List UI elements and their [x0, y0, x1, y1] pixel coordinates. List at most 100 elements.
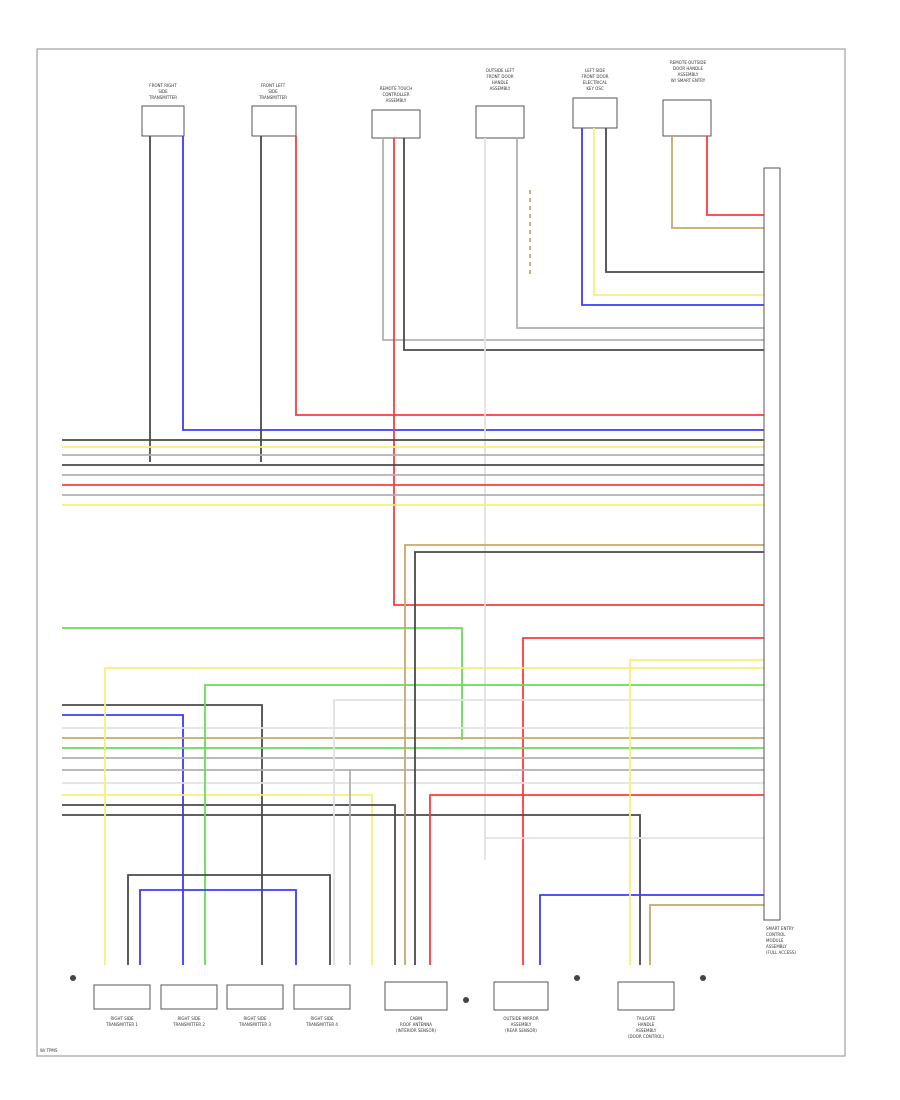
top-component-4-label-1: OUTSIDE LEFT — [486, 68, 515, 73]
mid-wire-group — [62, 544, 780, 965]
ground-symbols — [70, 975, 706, 1003]
control-module-label-5: (FULL ACCESS) — [766, 950, 796, 955]
wire-t5-yellow — [593, 128, 780, 296]
top-component-3-label-2: CONTROLLER — [382, 92, 409, 97]
bottom-component-2-label-1: RIGHT SIDE — [177, 1016, 201, 1021]
bottom-component-7-box — [617, 981, 675, 1011]
control-module-label-3: MODULE — [766, 938, 784, 943]
bus-lower-2 — [62, 714, 184, 965]
bottom-component-3: RIGHT SIDE TRANSMITTER 3 — [226, 984, 284, 1027]
wire-t5-black — [605, 128, 780, 273]
ground-symbol-2 — [463, 997, 469, 1003]
bottom-component-1-label-2: TRANSMITTER 1 — [105, 1022, 138, 1027]
left-bus-upper — [62, 439, 780, 506]
wire-t6-red — [706, 136, 780, 216]
top-component-1-box — [141, 105, 185, 137]
top-component-5-label-2: FRONT DOOR — [581, 74, 608, 79]
bottom-component-7-label-1: TAILGATE — [636, 1016, 656, 1021]
control-module-label-2: CONTROL — [766, 932, 786, 937]
wire-t6-tan — [671, 136, 780, 229]
bottom-component-1-box — [93, 984, 151, 1010]
control-module-label-4: ASSEMBLY — [766, 944, 787, 949]
bus-lower-11 — [62, 814, 641, 965]
top-component-6: REMOTE OUTSIDE DOOR HANDLE ASSEMBLY W/ S… — [662, 60, 712, 137]
top-component-2-box — [251, 105, 297, 137]
top-component-3-label-3: ASSEMBLY — [386, 98, 407, 103]
top-component-1-label-1: FRONT RIGHT — [149, 83, 177, 88]
top-component-2-label-1: FRONT LEFT — [261, 83, 286, 88]
bottom-component-4: RIGHT SIDE TRANSMITTER 4 — [293, 984, 351, 1027]
control-module-label: SMART ENTRY CONTROL MODULE ASSEMBLY (FUL… — [766, 926, 796, 955]
top-component-6-label-4: W/ SMART ENTRY — [671, 78, 706, 83]
bottom-component-3-label-1: RIGHT SIDE — [243, 1016, 267, 1021]
top-component-5-label-4: KEY OSC — [586, 86, 604, 91]
top-component-6-label-2: DOOR HANDLE — [673, 66, 703, 71]
top-component-6-label-3: ASSEMBLY — [678, 72, 699, 77]
top-component-6-label-1: REMOTE OUTSIDE — [670, 60, 706, 65]
top-component-4-label-4: ASSEMBLY — [490, 86, 511, 91]
bottom-component-7-label-3: ASSEMBLY — [636, 1028, 657, 1033]
vertical-drops — [127, 545, 416, 965]
top-component-1-label-3: TRANSMITTER — [148, 95, 177, 100]
bottom-component-5-label-1: CABIN — [410, 1016, 422, 1021]
top-component-5-box — [572, 97, 618, 129]
top-component-3: REMOTE TOUCH CONTROLLER ASSEMBLY — [371, 86, 421, 139]
wire-t3-gray — [382, 138, 780, 341]
bottom-component-5-box — [384, 981, 448, 1011]
wire-mid-green — [62, 627, 463, 740]
top-component-5-label-1: LEFT SIDE — [585, 68, 606, 73]
wire-t1-blue — [182, 136, 780, 431]
bottom-component-4-label-2: TRANSMITTER 4 — [305, 1022, 338, 1027]
top-component-4: OUTSIDE LEFT FRONT DOOR HANDLE ASSEMBLY — [475, 68, 525, 139]
top-component-2: FRONT LEFT SIDE TRANSMITTER — [251, 83, 297, 137]
wire-t3-black — [403, 138, 780, 351]
wire-right-yellow-1 — [104, 667, 780, 965]
bottom-component-4-label-1: RIGHT SIDE — [310, 1016, 334, 1021]
control-module-label-1: SMART ENTRY — [766, 926, 794, 931]
wire-right-red — [429, 794, 780, 965]
wire-t5-blue — [581, 128, 780, 306]
top-component-2-label-2: SIDE — [268, 89, 278, 94]
bottom-component-5: CABIN ROOF ANTENNA (INTERIOR SENSOR) — [384, 981, 448, 1033]
right-wire-group — [104, 659, 780, 965]
bottom-component-2-label-2: TRANSMITTER 2 — [172, 1022, 205, 1027]
top-component-1: FRONT RIGHT SIDE TRANSMITTER — [141, 83, 185, 137]
top-component-3-box — [371, 109, 421, 139]
top-component-6-box — [662, 99, 712, 137]
bottom-component-6-label-1: OUTSIDE MIRROR — [503, 1016, 538, 1021]
ground-symbol-4 — [700, 975, 706, 981]
wire-mid-red — [522, 637, 780, 965]
top-component-3-label-1: REMOTE TOUCH — [380, 86, 412, 91]
ground-symbol-3 — [574, 975, 580, 981]
drop-black — [127, 874, 331, 965]
bottom-component-6-box — [493, 981, 549, 1011]
bus-lower-10 — [62, 804, 396, 965]
bottom-component-6-label-2: ASSEMBLY — [511, 1022, 532, 1027]
bottom-component-6: OUTSIDE MIRROR ASSEMBLY (REAR SENSOR) — [493, 981, 549, 1033]
bottom-component-2-box — [160, 984, 218, 1010]
diagram-border — [36, 48, 846, 1057]
bottom-component-7-label-2: HANDLE — [638, 1022, 655, 1027]
footer-code: W/ TPMS — [40, 1048, 58, 1053]
bottom-component-1: RIGHT SIDE TRANSMITTER 1 — [93, 984, 151, 1027]
bus-lower-9 — [62, 794, 373, 965]
wire-right-yellow-2 — [629, 659, 780, 965]
top-component-4-label-3: HANDLE — [492, 80, 509, 85]
wire-t4-gray — [516, 138, 780, 329]
wire-t3-red — [393, 138, 780, 606]
bottom-component-2: RIGHT SIDE TRANSMITTER 2 — [160, 984, 218, 1027]
top-component-1-label-2: SIDE — [158, 89, 168, 94]
ground-symbol-1 — [70, 975, 76, 981]
bottom-component-5-label-3: (INTERIOR SENSOR) — [396, 1028, 436, 1033]
bottom-component-7-label-4: (DOOR CONTROL) — [628, 1034, 665, 1039]
left-bus-lower — [62, 704, 780, 965]
bottom-component-4-box — [293, 984, 351, 1010]
bus-lower-1 — [62, 704, 263, 965]
top-component-4-label-2: FRONT DOOR — [486, 74, 513, 79]
drop-blue — [139, 889, 297, 965]
wire-right-white — [333, 699, 780, 965]
top-component-2-label-3: TRANSMITTER — [258, 95, 287, 100]
control-module: SMART ENTRY CONTROL MODULE ASSEMBLY (FUL… — [763, 167, 796, 955]
bottom-component-1-label-1: RIGHT SIDE — [110, 1016, 134, 1021]
bottom-component-3-box — [226, 984, 284, 1010]
